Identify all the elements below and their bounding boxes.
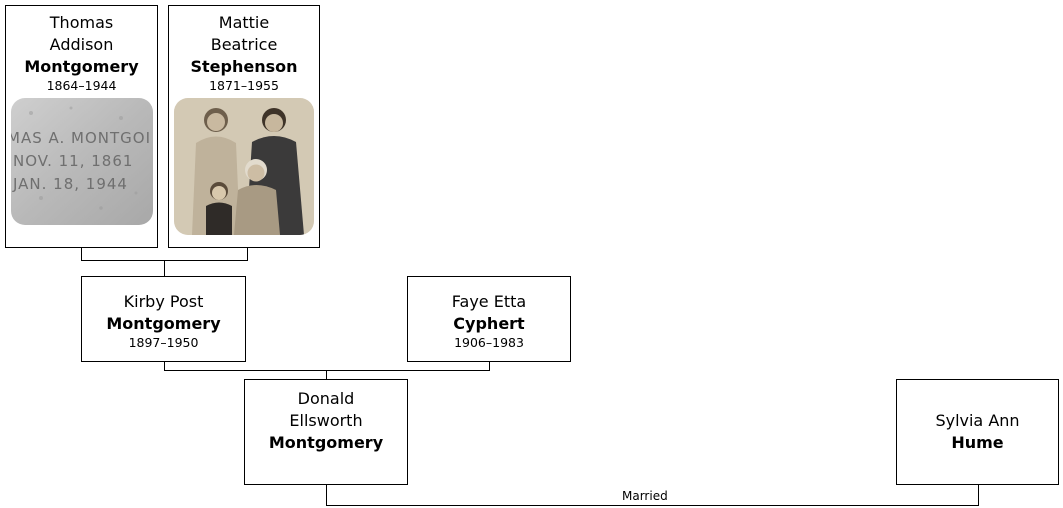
given-name-line-1: Mattie (218, 13, 270, 32)
surname: Montgomery (106, 314, 221, 333)
surname: Hume (951, 433, 1004, 452)
headstone-photo: MAS A. MONTGOI NOV. 11, 1861 JAN. 18, 19… (10, 98, 153, 225)
given-name-line-2: Addison (49, 35, 114, 54)
person-box-donald[interactable]: Donald Ellsworth Montgomery (244, 379, 408, 485)
headstone-line-3: JAN. 18, 1944 (12, 175, 128, 193)
surname: Montgomery (24, 57, 139, 76)
connector-to-kirby (164, 260, 165, 276)
given-name: Sylvia Ann (935, 411, 1020, 430)
connector-sylvia-down (978, 485, 979, 505)
connector-to-donald (326, 370, 327, 379)
headstone-line-1: MAS A. MONTGOI (11, 129, 151, 147)
given-name-line-2: Beatrice (210, 35, 278, 54)
surname: Cyphert (453, 314, 525, 333)
person-box-thomas[interactable]: Thomas Addison Montgomery 1864–1944 MAS … (5, 5, 158, 248)
given-name-line-1: Donald (297, 389, 355, 408)
surname: Montgomery (268, 433, 384, 452)
life-dates: 1871–1955 (209, 78, 279, 93)
connector-kirby-down (164, 362, 165, 370)
connector-donald-down (326, 485, 327, 505)
connector-thomas-down (81, 248, 82, 260)
connector-parents-horizontal (164, 370, 490, 371)
headstone-line-2: NOV. 11, 1861 (13, 152, 133, 170)
connector-mattie-down (247, 248, 248, 260)
connector-marriage-horizontal (326, 505, 979, 506)
connector-faye-down (489, 362, 490, 370)
given-name: Faye Etta (451, 292, 527, 311)
life-dates: 1897–1950 (128, 335, 199, 350)
marriage-label: Married (622, 489, 668, 503)
surname: Stephenson (190, 57, 298, 76)
family-photo (174, 98, 314, 235)
person-box-mattie[interactable]: Mattie Beatrice Stephenson 1871–1955 (168, 5, 320, 248)
person-box-kirby[interactable]: Kirby Post Montgomery 1897–1950 (81, 276, 246, 362)
person-box-faye[interactable]: Faye Etta Cyphert 1906–1983 (407, 276, 571, 362)
given-name-line-2: Ellsworth (289, 411, 363, 430)
life-dates: 1906–1983 (454, 335, 524, 350)
life-dates: 1864–1944 (46, 78, 117, 93)
given-name: Kirby Post (123, 292, 204, 311)
given-name-line-1: Thomas (49, 13, 114, 32)
person-box-sylvia[interactable]: Sylvia Ann Hume (896, 379, 1059, 485)
